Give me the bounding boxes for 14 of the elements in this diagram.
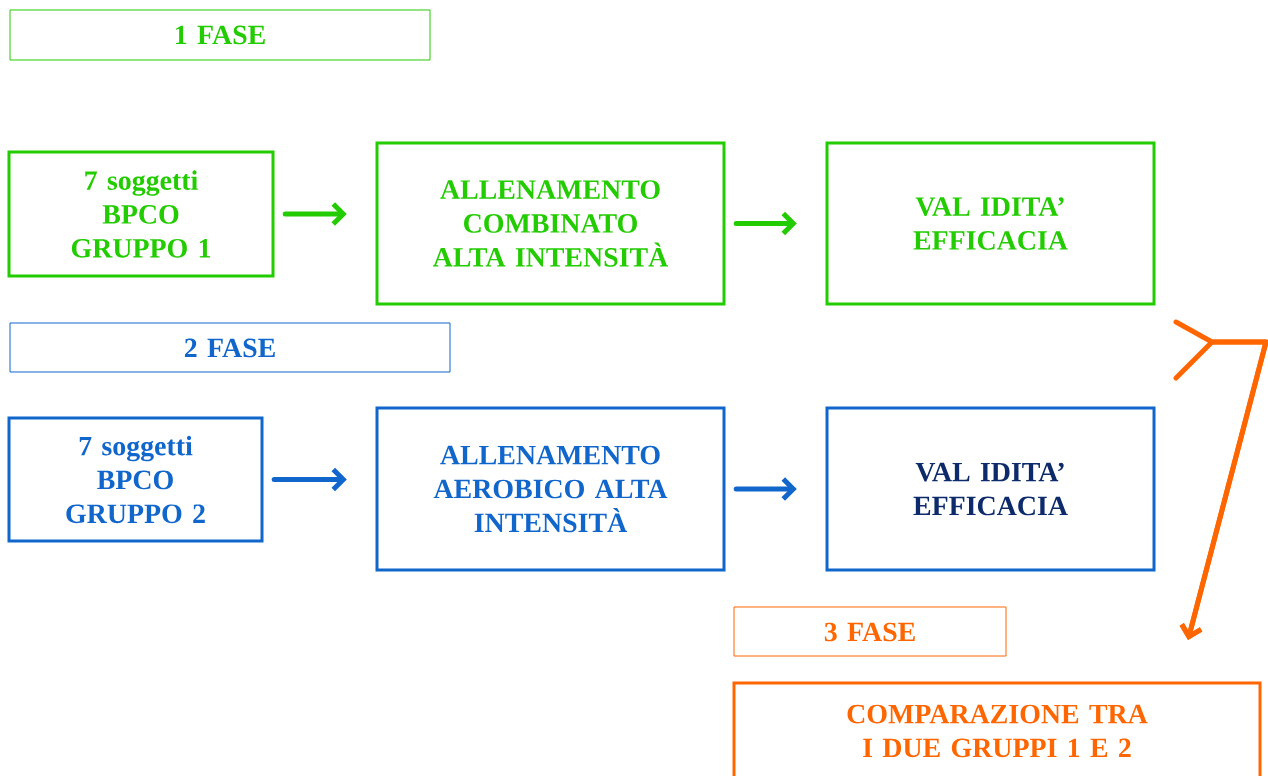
arrow — [733, 477, 797, 501]
node-label: ALLENAMENTO COMBINATO ALTA INTENSITÀ — [432, 180, 669, 267]
node-label: 3 FASE — [824, 622, 915, 642]
node-label: ALLENAMENTO AEROBICO ALTA INTENSITÀ — [433, 445, 668, 533]
node-label: COMPARAZIONE TRA I DUE GRUPPI 1 E 2 — [847, 704, 1148, 758]
node-label: VAL IDITA’ EFFICACIA — [913, 197, 1068, 250]
arrow — [271, 467, 347, 492]
node-label: 7 soggetti BPCO GRUPPO 1 — [71, 170, 211, 258]
node-label: VAL IDITA’ EFFICACIA — [913, 462, 1068, 516]
arrow — [733, 211, 797, 236]
node-label: 1 FASE — [175, 25, 265, 45]
arrow — [282, 202, 347, 226]
node-label: 7 soggetti BPCO GRUPPO 2 — [66, 435, 205, 524]
node-label: 2 FASE — [184, 338, 275, 358]
